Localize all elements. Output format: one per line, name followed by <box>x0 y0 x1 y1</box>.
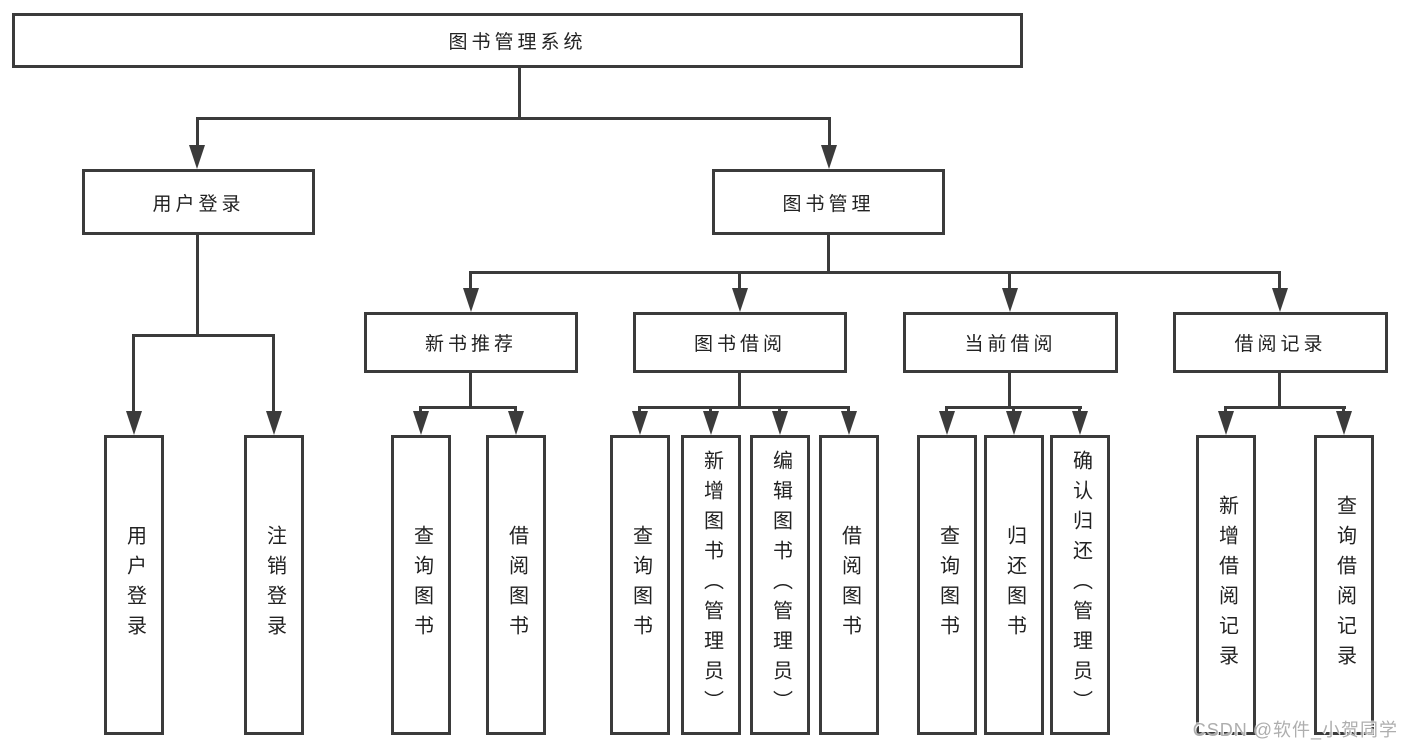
connector-nbr-horizontal <box>419 406 517 409</box>
node-book-management-label: 图书管理 <box>782 193 875 215</box>
arrow-down-cb-1 <box>939 411 955 435</box>
leaf-borrow-books-recommend-label: 借阅图书 <box>505 525 528 645</box>
arrow-down-leaf-login <box>126 411 142 435</box>
connector-drop-new-book <box>469 271 472 290</box>
node-book-borrow: 图书借阅 <box>633 312 847 373</box>
connector-bookmgmt-vertical <box>827 234 830 274</box>
connector-br-horizontal <box>1224 406 1346 409</box>
node-book-management: 图书管理 <box>712 169 945 235</box>
arrow-down-br-1 <box>1218 411 1234 435</box>
leaf-query-borrow-record-label: 查询借阅记录 <box>1333 495 1356 675</box>
leaf-user-login-label: 用户登录 <box>123 525 146 645</box>
leaf-return-books: 归还图书 <box>984 435 1044 735</box>
connector-root-horizontal <box>196 117 831 120</box>
connector-userlogin-vertical <box>196 234 199 336</box>
leaf-confirm-return-admin: 确认归还（管理员） <box>1050 435 1110 735</box>
arrow-down-bb-1 <box>632 411 648 435</box>
connector-root-vertical <box>518 68 521 118</box>
arrow-down-cb-2 <box>1006 411 1022 435</box>
connector-drop-leaf-login <box>132 334 135 414</box>
node-user-login-label: 用户登录 <box>152 193 245 215</box>
connector-bookmgmt-horizontal <box>469 271 1281 274</box>
arrow-down-user-login <box>189 145 205 169</box>
arrow-down-bb-2 <box>703 411 719 435</box>
csdn-watermark: CSDN @软件_小贺同学 <box>1192 720 1398 740</box>
arrow-down-bb-3 <box>772 411 788 435</box>
arrow-down-leaf-logout <box>266 411 282 435</box>
connector-nbr-vertical <box>469 373 472 409</box>
leaf-query-books-recommend-label: 查询图书 <box>410 525 433 645</box>
leaf-return-books-label: 归还图书 <box>1003 525 1026 645</box>
leaf-query-books-recommend: 查询图书 <box>391 435 451 735</box>
connector-drop-borrow-records <box>1278 271 1281 290</box>
leaf-add-borrow-record: 新增借阅记录 <box>1196 435 1256 735</box>
connector-bb-vertical <box>738 373 741 409</box>
node-borrow-records-label: 借阅记录 <box>1234 334 1327 355</box>
node-current-borrow: 当前借阅 <box>903 312 1118 373</box>
arrow-down-nbr-2 <box>508 411 524 435</box>
node-book-borrow-label: 图书借阅 <box>693 334 786 355</box>
node-borrow-records: 借阅记录 <box>1173 312 1388 373</box>
arrow-down-book-management <box>821 145 837 169</box>
arrow-down-borrow-records <box>1272 288 1288 312</box>
arrow-down-nbr-1 <box>413 411 429 435</box>
connector-cb-vertical <box>1008 373 1011 409</box>
arrow-down-new-book <box>463 288 479 312</box>
node-root-label: 图书管理系统 <box>448 32 587 53</box>
arrow-down-br-2 <box>1336 411 1352 435</box>
leaf-logout-label: 注销登录 <box>263 525 286 645</box>
node-new-book-recommend-label: 新书推荐 <box>424 334 517 355</box>
arrow-down-current-borrow <box>1002 288 1018 312</box>
connector-br-vertical <box>1278 373 1281 409</box>
leaf-logout: 注销登录 <box>244 435 304 735</box>
connector-drop-user-login <box>196 117 199 147</box>
connector-bb-horizontal <box>638 406 850 409</box>
leaf-edit-book-admin: 编辑图书（管理员） <box>750 435 810 735</box>
node-new-book-recommend: 新书推荐 <box>364 312 578 373</box>
leaf-borrow-books-label: 借阅图书 <box>838 525 861 645</box>
node-root: 图书管理系统 <box>12 13 1023 68</box>
leaf-user-login: 用户登录 <box>104 435 164 735</box>
leaf-query-books-borrow-label: 查询图书 <box>629 525 652 645</box>
connector-drop-book-management <box>828 117 831 147</box>
arrow-down-bb-4 <box>841 411 857 435</box>
leaf-add-borrow-record-label: 新增借阅记录 <box>1215 495 1238 675</box>
node-user-login: 用户登录 <box>82 169 315 235</box>
leaf-query-borrow-record: 查询借阅记录 <box>1314 435 1374 735</box>
leaf-query-books-borrow: 查询图书 <box>610 435 670 735</box>
leaf-borrow-books: 借阅图书 <box>819 435 879 735</box>
connector-drop-current-borrow <box>1008 271 1011 290</box>
connector-drop-leaf-logout <box>272 334 275 414</box>
connector-userlogin-horizontal <box>132 334 275 337</box>
leaf-query-books-current: 查询图书 <box>917 435 977 735</box>
leaf-edit-book-admin-label: 编辑图书（管理员） <box>769 450 792 720</box>
arrow-down-book-borrow <box>732 288 748 312</box>
leaf-add-book-admin: 新增图书（管理员） <box>681 435 741 735</box>
connector-drop-book-borrow <box>738 271 741 290</box>
arrow-down-cb-3 <box>1072 411 1088 435</box>
leaf-query-books-current-label: 查询图书 <box>936 525 959 645</box>
leaf-borrow-books-recommend: 借阅图书 <box>486 435 546 735</box>
leaf-confirm-return-admin-label: 确认归还（管理员） <box>1069 450 1092 720</box>
node-current-borrow-label: 当前借阅 <box>964 334 1057 355</box>
leaf-add-book-admin-label: 新增图书（管理员） <box>700 450 723 720</box>
